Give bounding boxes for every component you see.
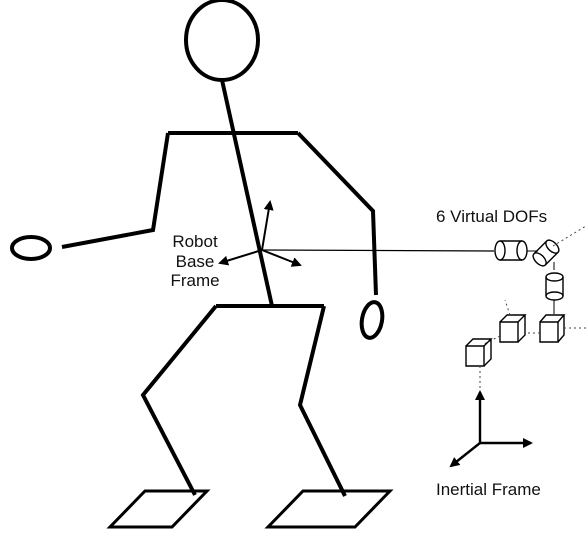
robot-base-label-line2: Base	[175, 251, 215, 271]
robot-base-frame-axes	[218, 200, 302, 267]
inertial-frame-label: Inertial Frame	[436, 480, 541, 499]
robot-right-hand	[359, 300, 385, 340]
stick-figure-robot	[10, 0, 394, 529]
prismatic-joint-2-icon	[499, 314, 527, 343]
robot-head	[184, 0, 260, 82]
robot-base-label-line1: Robot	[172, 232, 218, 251]
revolute-joint-3-icon	[545, 272, 564, 301]
virtual-link-line	[261, 249, 495, 252]
robot-right-foot	[264, 489, 394, 529]
virtual-dof-chain	[465, 225, 586, 392]
robot-right-leg	[297, 305, 347, 497]
prismatic-joint-3-icon	[465, 338, 493, 367]
revolute-joint-2-icon	[532, 239, 560, 267]
robot-right-arm	[296, 131, 378, 296]
robot-left-foot	[106, 489, 211, 529]
inertial-frame-axes	[449, 390, 533, 468]
robot-base-label-line3: Frame	[170, 271, 220, 291]
revolute-joint-1-icon	[494, 240, 528, 261]
robot-torso	[220, 79, 274, 307]
robot-left-leg	[140, 304, 218, 496]
robot-left-arm	[61, 132, 170, 249]
prismatic-joint-1-icon	[539, 314, 566, 343]
virtual-dofs-label: 6 Virtual DOFs	[436, 207, 548, 226]
robot-left-hand	[10, 235, 52, 261]
robot-base-frame-label: Robot Base Frame	[150, 232, 240, 291]
